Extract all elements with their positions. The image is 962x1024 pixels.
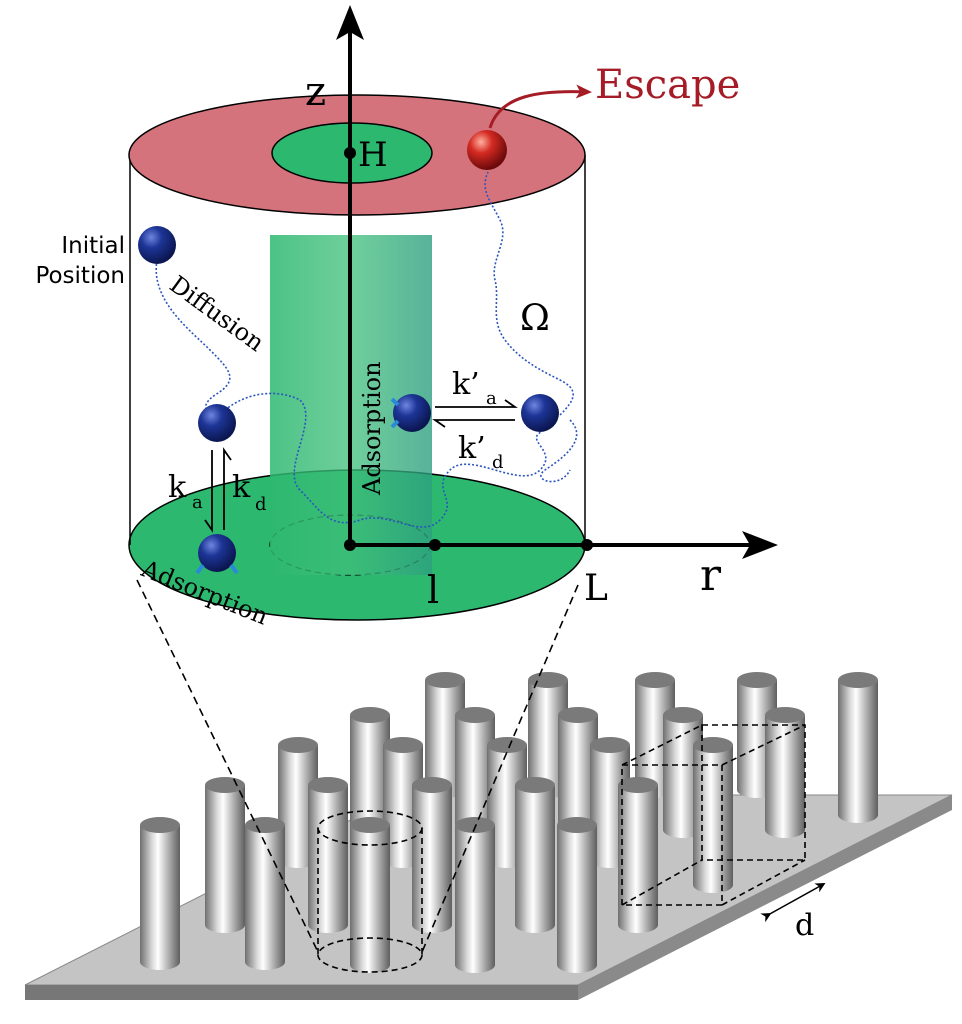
- outer-radius-point: [581, 539, 593, 551]
- initial-position-label-line1: Initial: [61, 233, 125, 259]
- nanopillar: [838, 672, 878, 823]
- diffusion-label: Diffusion: [164, 270, 269, 357]
- k-prime-a-subscript: a: [486, 388, 497, 409]
- spacing-arrow: [760, 883, 826, 923]
- column-adsorption-label: Adsorption: [358, 361, 386, 496]
- adsorbed-particle-pillar: [390, 394, 431, 432]
- initial-position-label-line2: Position: [35, 263, 125, 289]
- nanopillar: [140, 817, 180, 970]
- adsorbed-particle-base: [195, 534, 239, 575]
- nanopillar: [515, 777, 555, 933]
- domain-label: Ω: [520, 298, 550, 339]
- r-axis-label: r: [700, 550, 722, 601]
- z-axis-label: z: [305, 69, 326, 115]
- k-prime-d-subscript: d: [492, 452, 504, 473]
- nanopillar: [245, 817, 285, 970]
- inner-radius-point: [429, 539, 441, 551]
- k-prime-d-label: k’: [458, 431, 486, 466]
- unit-cell-cylinder-outline: [317, 810, 423, 973]
- height-label: H: [358, 135, 388, 175]
- nanopillar: [455, 817, 495, 973]
- nanopillar: [350, 817, 390, 973]
- axes: [336, 5, 778, 559]
- escape-arrow: [488, 84, 592, 129]
- z-axis-arrowhead: [336, 5, 364, 40]
- outer-radius-label: L: [584, 568, 608, 609]
- nanopillar: [412, 777, 452, 933]
- free-particle-near-base: [198, 404, 236, 442]
- pillar-rate-arrows: [432, 399, 518, 428]
- k-prime-a-label: k’: [452, 367, 480, 402]
- nanopillar: [557, 817, 597, 973]
- zoom-projection-lines: [136, 579, 579, 953]
- nanopillar: [350, 707, 390, 838]
- nanopillar: [205, 777, 245, 933]
- k-a-label: k: [168, 470, 187, 505]
- nanopillar-array: [140, 672, 878, 973]
- free-particle-near-pillar: [521, 394, 559, 432]
- origin-point: [344, 539, 356, 551]
- nanopillar: [618, 777, 658, 933]
- k-d-subscript: d: [255, 494, 267, 515]
- cylinder-domain: [128, 94, 586, 621]
- base-rate-arrows: [204, 447, 232, 533]
- nanopillar: [558, 707, 598, 838]
- escape-label: Escape: [595, 62, 740, 108]
- r-axis-arrowhead: [742, 531, 778, 559]
- k-a-subscript: a: [192, 492, 203, 513]
- escaped-particle: [467, 130, 507, 170]
- initial-particle: [138, 226, 176, 264]
- height-point: [344, 147, 356, 159]
- nanopillar: [308, 777, 348, 933]
- nanopillar: [455, 707, 495, 838]
- inner-radius-label: l: [427, 568, 439, 612]
- spacing-label: d: [795, 908, 814, 943]
- diffusion-trajectory: [155, 171, 578, 528]
- nanopillar: [765, 707, 805, 838]
- k-d-label: k: [232, 470, 251, 505]
- nanopillar: [693, 737, 733, 893]
- unit-cell-box-outline: [621, 724, 806, 906]
